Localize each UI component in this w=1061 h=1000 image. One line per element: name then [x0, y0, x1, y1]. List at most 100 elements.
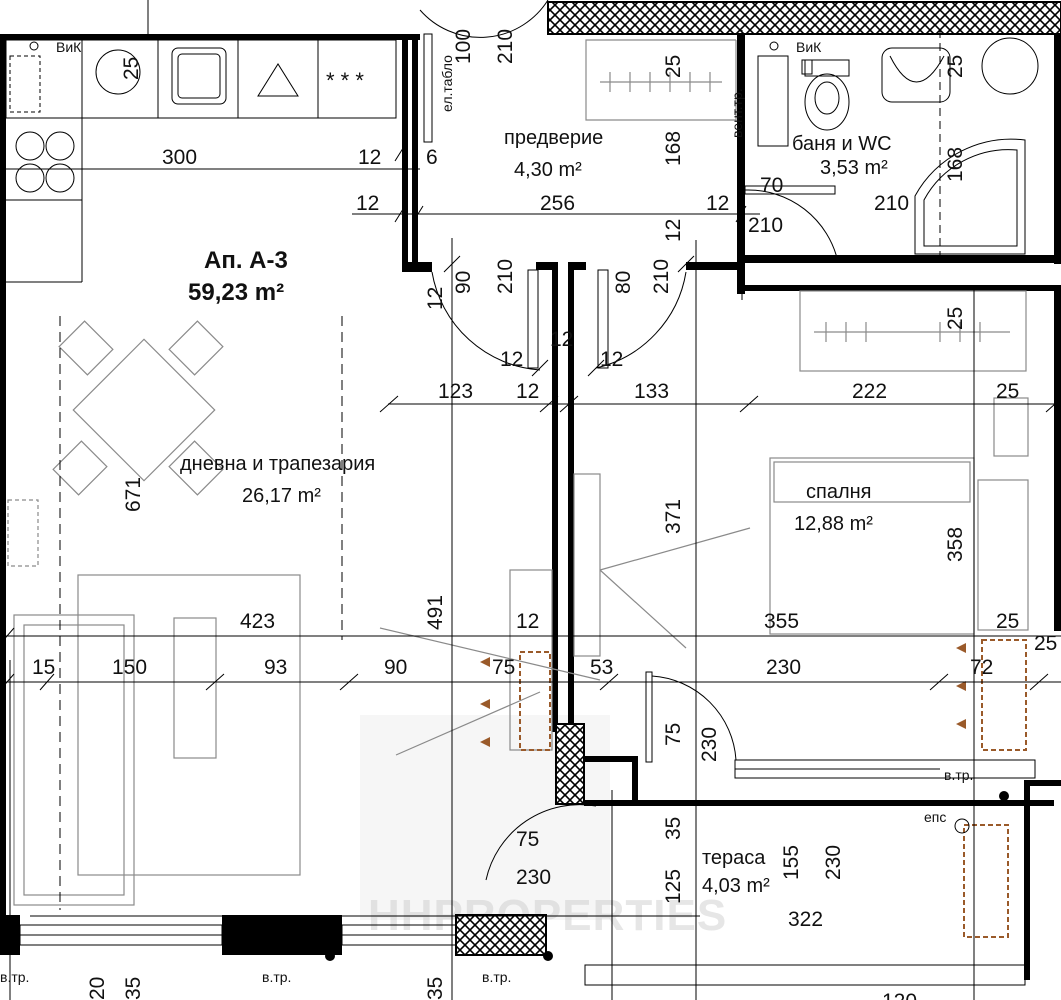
vtr-label-1: в.тр.	[0, 969, 29, 985]
vtr-label-4: в.тр.	[944, 767, 973, 783]
svg-text:371: 371	[662, 499, 685, 534]
svg-text:210: 210	[494, 29, 517, 64]
hood-icon	[257, 63, 299, 97]
svg-text:90: 90	[384, 656, 407, 679]
svg-text:70: 70	[760, 174, 783, 197]
svg-text:25: 25	[944, 307, 967, 330]
vtr-label-3: в.тр.	[482, 969, 511, 985]
utility-labels: ВиК ВиК ел.табло вент.тр. в.тр. в.тр. в.…	[0, 39, 1009, 985]
electric-panel-label: ел.табло	[439, 55, 455, 112]
vent-shaft-label: вент.тр.	[729, 88, 745, 138]
svg-text:25: 25	[662, 55, 685, 78]
sofa-area	[7, 499, 301, 906]
svg-text:75: 75	[492, 656, 515, 679]
apartment-title: Ап. А-3	[204, 247, 288, 274]
wardrobes	[585, 39, 1027, 372]
vik-label-bath: ВиК	[796, 39, 822, 55]
svg-text:358: 358	[944, 527, 967, 562]
svg-text:133: 133	[634, 380, 669, 403]
svg-text:35: 35	[122, 977, 145, 1000]
svg-text:123: 123	[438, 380, 473, 403]
radiators	[480, 639, 1027, 938]
svg-text:210: 210	[874, 192, 909, 215]
svg-text:12: 12	[706, 192, 729, 215]
bathroom-area: 3,53 m²	[820, 157, 888, 179]
svg-text:25: 25	[996, 380, 1019, 403]
svg-text:423: 423	[240, 610, 275, 633]
hall-area: 4,30 m²	[514, 159, 582, 181]
svg-text:12: 12	[358, 146, 381, 169]
dining-set	[52, 320, 224, 496]
terrace-name: тераса	[702, 847, 766, 869]
svg-text:25: 25	[1034, 632, 1057, 655]
svg-text:120: 120	[882, 990, 917, 1000]
vik-label-kitchen: ВиК	[56, 39, 82, 55]
svg-text:12: 12	[500, 348, 523, 371]
svg-text:300: 300	[162, 146, 197, 169]
living-room-area: 26,17 m²	[242, 485, 321, 507]
svg-text:25: 25	[944, 55, 967, 78]
dimension-values: 25 100 210 25 25 300 12 6 168 168 12 256…	[32, 29, 1057, 1000]
svg-text:155: 155	[780, 845, 803, 880]
bathroom-name: баня и WC	[792, 133, 892, 155]
bedroom-name: спалня	[806, 481, 872, 503]
svg-text:355: 355	[764, 610, 799, 633]
svg-text:125: 125	[662, 869, 685, 904]
svg-text:210: 210	[748, 214, 783, 237]
svg-text:150: 150	[112, 656, 147, 679]
svg-text:230: 230	[766, 656, 801, 679]
svg-text:12: 12	[516, 610, 539, 633]
svg-text:12: 12	[516, 380, 539, 403]
svg-text:6: 6	[426, 146, 438, 169]
svg-text:72: 72	[970, 656, 993, 679]
top-exterior-wall	[547, 1, 1061, 35]
svg-text:230: 230	[822, 845, 845, 880]
svg-text:12: 12	[662, 219, 685, 242]
bathroom-fixtures	[757, 37, 1039, 255]
terrace-area: 4,03 m²	[702, 875, 770, 897]
shower-icon	[914, 138, 1026, 255]
hall-name: предверие	[504, 127, 603, 149]
svg-text:25: 25	[120, 57, 143, 80]
svg-text:12: 12	[600, 348, 623, 371]
svg-text:93: 93	[264, 656, 287, 679]
svg-text:12: 12	[550, 328, 573, 351]
apartment-area: 59,23 m²	[188, 279, 284, 306]
svg-text:100: 100	[452, 29, 475, 64]
doors	[419, 0, 839, 881]
svg-text:168: 168	[944, 147, 967, 182]
svg-text:90: 90	[452, 271, 475, 294]
svg-text:20: 20	[86, 977, 109, 1000]
living-room-name: дневна и трапезария	[180, 453, 375, 475]
svg-text:80: 80	[612, 271, 635, 294]
vtr-label-2: в.тр.	[262, 969, 291, 985]
svg-text:15: 15	[32, 656, 55, 679]
eps-label: епс	[924, 809, 946, 825]
svg-text:230: 230	[516, 866, 551, 889]
svg-text:322: 322	[788, 908, 823, 931]
svg-text:222: 222	[852, 380, 887, 403]
bedroom-area: 12,88 m²	[794, 513, 873, 535]
svg-text:35: 35	[662, 817, 685, 840]
svg-text:230: 230	[698, 727, 721, 762]
svg-text:210: 210	[494, 259, 517, 294]
svg-text:210: 210	[650, 259, 673, 294]
svg-text:12: 12	[424, 287, 447, 310]
washbasin-icon	[881, 47, 951, 103]
svg-text:671: 671	[122, 477, 145, 512]
svg-text:256: 256	[540, 192, 575, 215]
heater-icon	[981, 37, 1039, 95]
svg-text:168: 168	[662, 131, 685, 166]
kitchen-counter: * * *	[5, 39, 397, 283]
boiler-icon	[95, 49, 141, 95]
svg-text:12: 12	[356, 192, 379, 215]
sink-icon	[171, 47, 227, 105]
svg-text:35: 35	[424, 977, 447, 1000]
svg-text:75: 75	[516, 828, 539, 851]
svg-text:491: 491	[424, 595, 447, 630]
svg-text:75: 75	[662, 723, 685, 746]
stars-icon: * * *	[326, 68, 364, 93]
